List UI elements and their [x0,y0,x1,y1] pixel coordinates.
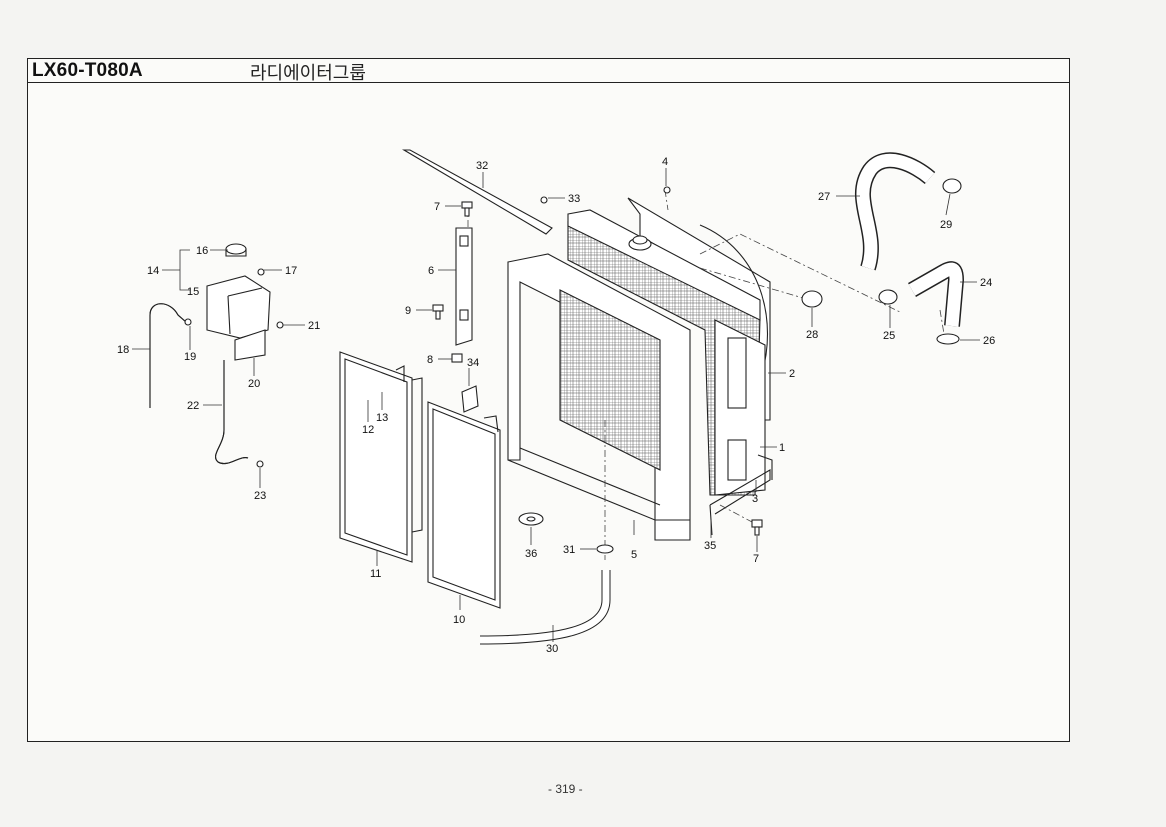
part-labels: 1 2 3 4 5 6 7 7 8 9 10 11 12 13 14 15 16… [117,156,995,655]
part-label-7-top: 7 [434,201,440,213]
part-label-29: 29 [940,219,952,231]
page-number: - 319 - [548,782,583,796]
drawing-frame: LX60-T080A 라디에이터그룹 [27,58,1070,742]
part-label-11: 11 [370,568,381,580]
radiator-top-tank [567,209,761,321]
part-label-33: 33 [568,193,580,205]
part-label-8: 8 [427,354,433,366]
part-label-2: 2 [789,368,795,380]
part-label-30: 30 [546,643,558,655]
reservoir-hose [215,360,249,465]
part-label-21: 21 [308,320,320,332]
part-label-27: 27 [818,191,830,203]
part-label-20: 20 [248,378,260,390]
radiator-assembly [507,197,773,541]
alignment-lines [467,189,946,560]
part-label-22: 22 [187,400,199,412]
radiator-front-core [559,289,661,471]
bracket-bolts [432,201,473,363]
part-label-24: 24 [980,277,992,289]
rubber-pad [461,385,479,413]
overflow-hose [149,303,187,408]
hose-clamp-26 [936,333,960,345]
model-code: LX60-T080A [32,60,143,81]
part-label-5: 5 [631,549,637,561]
part-label-4: 4 [662,156,668,168]
group-title: 라디에이터그룹 [250,63,366,84]
part-label-26: 26 [983,335,995,347]
radiator-filler-cap-top [632,235,648,245]
part-label-34: 34 [467,357,479,369]
hose-clamp-25 [878,289,898,305]
part-label-9: 9 [405,305,411,317]
part-label-6: 6 [428,265,434,277]
screen-11 [339,351,423,563]
support-frame-bottom [507,447,690,521]
leader-lines [132,168,980,642]
part-label-13: 13 [376,412,388,424]
part-label-14: 14 [147,265,159,277]
hose-clamp-29 [942,178,962,194]
grommet-36 [518,512,544,526]
part-label-15: 15 [187,286,199,298]
part-label-12: 12 [362,424,374,436]
reservoir-bracket [234,329,266,361]
reservoir-tank [206,243,271,361]
part-label-25: 25 [883,330,895,342]
reservoir-cap [225,243,247,255]
radiator-side-window-lower [727,439,747,481]
part-label-3: 3 [752,493,758,505]
part-label-19: 19 [184,351,196,363]
part-label-32: 32 [476,160,488,172]
part-label-18: 18 [117,344,129,356]
part-label-16: 16 [196,245,208,257]
part-label-36: 36 [525,548,537,560]
screen-10 [427,401,501,609]
header-bar: LX60-T080A 라디에이터그룹 [28,59,1069,84]
part-label-23: 23 [254,490,266,502]
part-label-10: 10 [453,614,465,626]
part-label-1: 1 [779,442,785,454]
side-bracket [757,454,773,480]
part-label-28: 28 [806,329,818,341]
hose-clamp-31 [596,544,614,554]
part-label-35: 35 [704,540,716,552]
part-label-7-bottom: 7 [753,553,759,565]
part-label-17: 17 [285,265,297,277]
part-label-31: 31 [563,544,575,556]
hose-clamp-28 [801,290,823,308]
radiator-side-window-upper [727,337,747,409]
stay-strap [401,149,553,235]
